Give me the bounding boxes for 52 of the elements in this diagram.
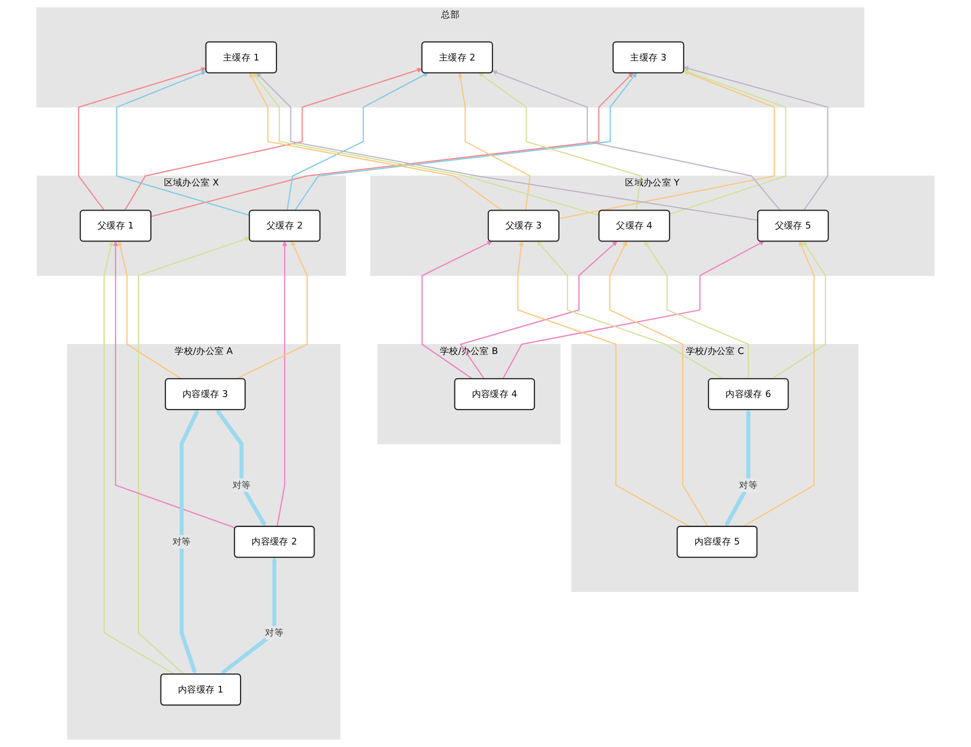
arrow: [772, 241, 826, 380]
arrow: [478, 72, 642, 210]
edge-label: 对等: [232, 479, 251, 490]
node-box: 父缓存 3: [488, 210, 560, 242]
arrow: [252, 72, 600, 216]
arrow: [276, 241, 288, 526]
arrow: [725, 409, 751, 526]
arrow: [116, 70, 250, 216]
arrow: [236, 241, 308, 380]
arrow: [118, 241, 182, 380]
arrow: [537, 241, 724, 380]
arrow: [150, 72, 634, 218]
edge-label: 对等: [739, 479, 758, 490]
arrow: [609, 241, 708, 527]
node-box: 内容缓存 6: [708, 378, 789, 410]
edge-label: 对等: [172, 536, 191, 548]
arrow: [458, 72, 531, 210]
arrow: [249, 72, 502, 211]
arrow: [138, 236, 250, 675]
arrow: [294, 72, 637, 211]
arrow: [492, 70, 781, 211]
arrow: [78, 67, 206, 211]
node-box: 主缓存 3: [612, 41, 684, 74]
arrow: [216, 409, 266, 526]
arrow: [558, 70, 775, 220]
arrow: [644, 241, 750, 379]
node-box: 内容缓存 2: [234, 526, 315, 558]
arrow: [669, 69, 786, 215]
edge-label: 对等: [265, 627, 284, 638]
arrow: [684, 66, 828, 211]
arrow: [256, 72, 758, 221]
arrow: [743, 241, 815, 527]
node-box: 父缓存 2: [248, 210, 321, 242]
node-box: 内容缓存 3: [164, 378, 246, 410]
node-box: 主缓存 1: [205, 41, 278, 74]
arrow: [113, 241, 235, 528]
node-box: 父缓存 1: [80, 210, 152, 242]
arrow: [517, 241, 690, 527]
arrow: [422, 240, 492, 380]
arrow: [124, 68, 422, 211]
node-box: 父缓存 4: [598, 210, 670, 242]
node-box: 内容缓存 4: [454, 378, 536, 410]
arrow: [104, 241, 175, 675]
arrow: [460, 241, 618, 379]
arrow: [286, 72, 428, 210]
node-box: 主缓存 2: [421, 41, 494, 74]
arrow: [502, 241, 764, 379]
node-box: 内容缓存 1: [160, 674, 242, 706]
node-box: 父缓存 5: [757, 210, 829, 242]
arrow: [180, 409, 199, 674]
arrow: [220, 557, 277, 674]
node-box: 内容缓存 5: [676, 526, 758, 558]
